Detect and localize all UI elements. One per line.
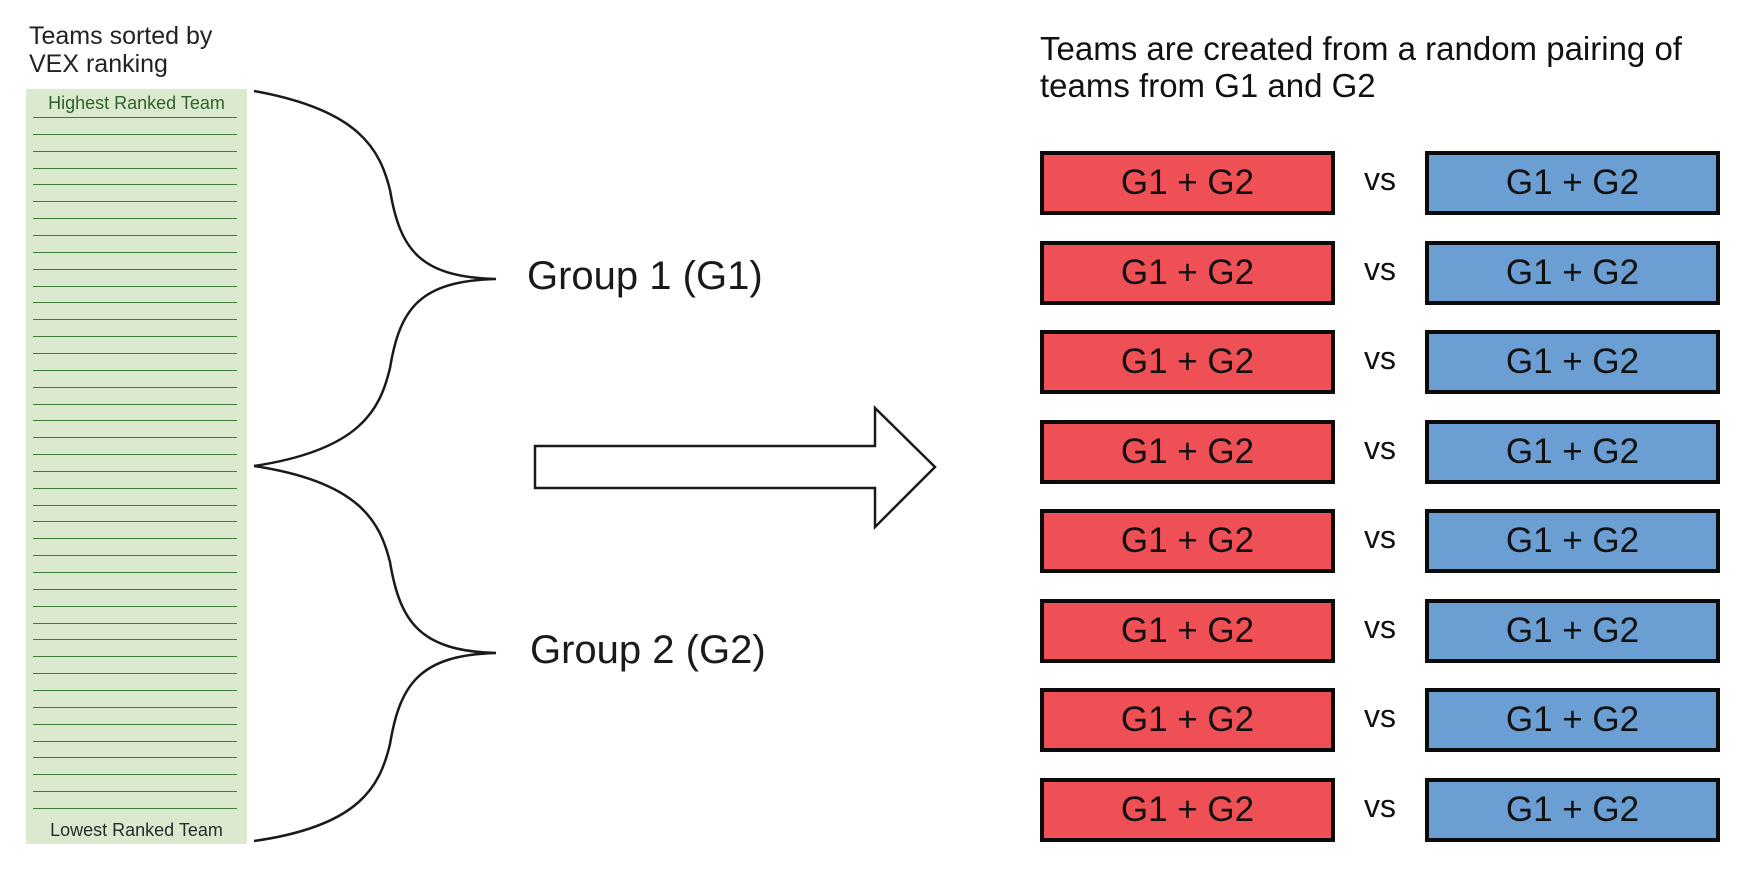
rank-divider-line bbox=[33, 302, 237, 304]
rank-divider-line bbox=[33, 538, 237, 540]
red-team-box: G1 + G2 bbox=[1040, 598, 1335, 663]
rank-divider-line bbox=[33, 437, 237, 439]
rank-divider-line bbox=[33, 656, 237, 658]
ranking-list: Highest Ranked Team Lowest Ranked Team bbox=[26, 89, 247, 844]
vs-label: vs bbox=[1364, 519, 1396, 555]
rank-divider-line bbox=[33, 117, 237, 118]
matchup-row: G1 + G2 vs G1 + G2 bbox=[1040, 151, 1724, 215]
rank-divider-line bbox=[33, 622, 237, 624]
red-team-box: G1 + G2 bbox=[1040, 151, 1335, 215]
blue-team-box: G1 + G2 bbox=[1425, 330, 1720, 394]
rank-divider-line bbox=[33, 740, 237, 742]
rank-divider-line bbox=[33, 218, 237, 220]
rank-divider-line bbox=[33, 470, 237, 472]
red-team-box: G1 + G2 bbox=[1040, 330, 1335, 394]
curly-brace-g1-icon bbox=[253, 89, 497, 468]
matchup-row: G1 + G2 vs G1 + G2 bbox=[1040, 688, 1724, 752]
matchup-row: G1 + G2 vs G1 + G2 bbox=[1040, 777, 1724, 842]
rank-divider-line bbox=[33, 201, 237, 203]
rank-divider-line bbox=[33, 150, 237, 152]
blue-team-box: G1 + G2 bbox=[1425, 419, 1720, 484]
rank-divider-line bbox=[33, 791, 237, 793]
rank-divider-line bbox=[33, 454, 237, 456]
blue-team-box: G1 + G2 bbox=[1425, 240, 1720, 305]
rank-divider-line bbox=[33, 504, 237, 506]
red-team-box: G1 + G2 bbox=[1040, 688, 1335, 752]
rank-divider-line bbox=[33, 673, 237, 675]
rank-divider-line bbox=[33, 403, 237, 405]
rank-divider-line bbox=[33, 420, 237, 422]
rank-divider-line bbox=[33, 133, 237, 135]
matchup-row: G1 + G2 vs G1 + G2 bbox=[1040, 509, 1724, 573]
rank-divider-line bbox=[33, 285, 237, 287]
blue-team-box: G1 + G2 bbox=[1425, 688, 1720, 752]
blue-team-box: G1 + G2 bbox=[1425, 598, 1720, 663]
rank-divider-line bbox=[33, 521, 237, 523]
rank-divider-line bbox=[33, 369, 237, 371]
vs-label: vs bbox=[1364, 429, 1396, 466]
vs-label: vs bbox=[1364, 161, 1396, 197]
ranking-title: Teams sorted by VEX ranking bbox=[29, 22, 213, 78]
rank-divider-line bbox=[33, 757, 237, 759]
rank-divider-line bbox=[33, 251, 237, 253]
rank-divider-line bbox=[33, 723, 237, 725]
group-2-label: Group 2 (G2) bbox=[530, 628, 766, 672]
rank-divider-line bbox=[33, 386, 237, 388]
blue-team-box: G1 + G2 bbox=[1425, 777, 1720, 842]
rank-divider-line bbox=[33, 572, 237, 574]
right-arrow-icon bbox=[533, 405, 937, 531]
matchup-row: G1 + G2 vs G1 + G2 bbox=[1040, 419, 1724, 484]
blue-team-box: G1 + G2 bbox=[1425, 509, 1720, 573]
vs-label: vs bbox=[1364, 250, 1396, 287]
rank-divider-line bbox=[33, 706, 237, 708]
rank-divider-line bbox=[33, 167, 237, 169]
rank-divider-line bbox=[33, 808, 237, 809]
vs-label: vs bbox=[1364, 608, 1396, 645]
rank-divider-line bbox=[33, 487, 237, 489]
group-1-label: Group 1 (G1) bbox=[527, 254, 763, 298]
rank-divider-line bbox=[33, 588, 237, 590]
red-team-box: G1 + G2 bbox=[1040, 777, 1335, 842]
rank-divider-line bbox=[33, 555, 237, 557]
rank-divider-line bbox=[33, 352, 237, 354]
rank-divider-line bbox=[33, 184, 237, 186]
rank-divider-line bbox=[33, 774, 237, 776]
pairing-title: Teams are created from a random pairing … bbox=[1040, 30, 1682, 104]
rank-divider-line bbox=[33, 605, 237, 607]
rank-divider-line bbox=[33, 268, 237, 270]
red-team-box: G1 + G2 bbox=[1040, 509, 1335, 573]
matchup-row: G1 + G2 vs G1 + G2 bbox=[1040, 240, 1724, 305]
vs-label: vs bbox=[1364, 787, 1396, 824]
rank-divider-line bbox=[33, 336, 237, 338]
red-team-box: G1 + G2 bbox=[1040, 419, 1335, 484]
red-team-box: G1 + G2 bbox=[1040, 240, 1335, 305]
rank-divider-line bbox=[33, 690, 237, 692]
rank-divider-line bbox=[33, 234, 237, 236]
curly-brace-g2-icon bbox=[253, 464, 497, 843]
rank-divider-line bbox=[33, 639, 237, 641]
highest-ranked-label: Highest Ranked Team bbox=[48, 93, 225, 113]
lowest-ranked-label: Lowest Ranked Team bbox=[50, 820, 223, 840]
vs-label: vs bbox=[1364, 340, 1396, 376]
matchup-row: G1 + G2 vs G1 + G2 bbox=[1040, 598, 1724, 663]
rank-divider-line bbox=[33, 319, 237, 321]
matchup-row: G1 + G2 vs G1 + G2 bbox=[1040, 330, 1724, 394]
vs-label: vs bbox=[1364, 698, 1396, 734]
blue-team-box: G1 + G2 bbox=[1425, 151, 1720, 215]
